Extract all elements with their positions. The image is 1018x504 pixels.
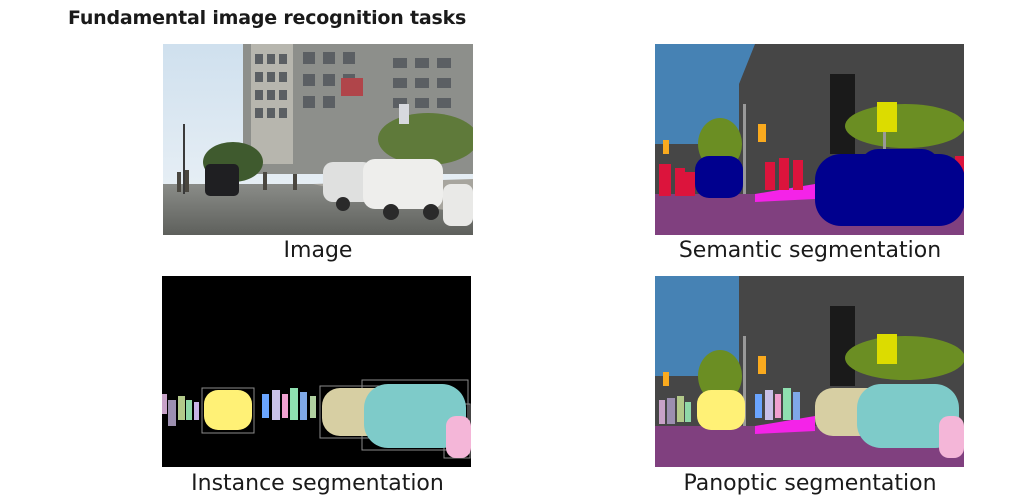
semantic-caption: Semantic segmentation [678,238,942,263]
instance-segmentation-map [162,276,471,467]
street-photo [163,44,473,235]
original-image-panel [163,44,473,235]
semantic-segmentation-panel [655,44,964,235]
instance-segmentation-panel [162,276,471,467]
image-caption: Image [283,238,353,263]
panoptic-segmentation-map [655,276,964,467]
instance-caption: Instance segmentation [191,471,444,496]
semantic-segmentation-map [655,44,964,235]
panoptic-segmentation-panel [655,276,964,467]
page-title: Fundamental image recognition tasks [68,7,467,29]
panoptic-caption: Panoptic segmentation [683,471,937,496]
